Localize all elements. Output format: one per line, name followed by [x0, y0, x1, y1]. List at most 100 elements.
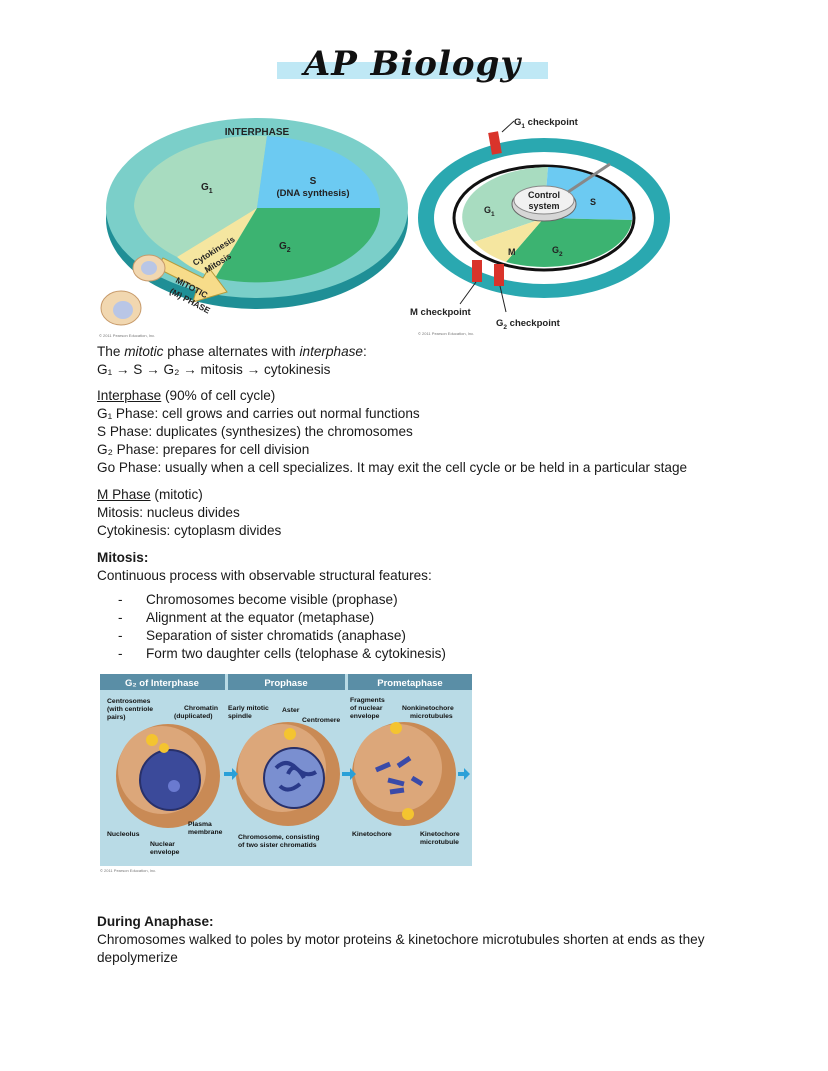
g2-checkpoint-label: G2 checkpoint: [496, 318, 561, 331]
copyright: © 2011 Pearson Education, Inc.: [99, 333, 155, 338]
g2-label: G2: [552, 245, 563, 258]
g2-phase-line: G₂ Phase: prepares for cell division: [97, 442, 310, 457]
header-prophase: [228, 674, 345, 690]
centrosome-icon: [159, 743, 169, 753]
label-spindle: Early mitotic: [228, 705, 269, 712]
m-wedge: [177, 208, 257, 278]
nucleus-icon: [113, 301, 133, 319]
label-fragments: Fragments: [350, 697, 385, 704]
g2-segment: [506, 218, 632, 267]
stage-title-prometaphase: Prometaphase: [377, 678, 442, 689]
intro-line-1: The mitotic phase alternates with interp…: [97, 344, 367, 359]
label-nuclear-envelope: envelope: [150, 849, 180, 856]
header-g2: [100, 674, 225, 690]
s-label: S: [310, 176, 317, 187]
label-nonkinetochore: Nonkinetochore: [402, 705, 454, 712]
m-checkpoint-gate: [472, 260, 482, 282]
go-phase-line: Go Phase: usually when a cell specialize…: [97, 460, 688, 475]
cytokinesis-line: Cytokinesis: cytoplasm divides: [97, 523, 282, 538]
intro-line-2: G₁ → S → G₂ → mitosis → cytokinesis: [97, 362, 331, 377]
interphase-heading: Interphase (90% of cell cycle): [97, 388, 276, 403]
chromosome-icon: [375, 755, 424, 795]
g2-checkpoint-gate: [494, 264, 504, 286]
checkpoint-figure: Control system S G1 M G2 G1 checkpoint M…: [410, 117, 670, 336]
g1-segment: [462, 167, 548, 242]
dna-synthesis-label: (DNA synthesis): [276, 188, 349, 199]
g1-label: G1: [201, 182, 213, 195]
g2-wedge: [215, 208, 381, 283]
label-fragments: of nuclear: [350, 705, 383, 712]
label-centrosomes: Centrosomes: [107, 698, 151, 705]
spindle-pole-icon: [390, 722, 402, 734]
g1-checkpoint-leader: [501, 120, 515, 133]
anaphase-line-2: depolymerize: [97, 950, 178, 965]
label-nuclear-envelope: Nuclear: [150, 841, 175, 848]
mitosis-heading: Mitosis:: [97, 550, 149, 565]
nucleus-g2: [139, 749, 201, 811]
stage-title-g2: G₂ of Interphase: [125, 678, 199, 689]
mitosis-intro: Continuous process with observable struc…: [97, 568, 432, 583]
nucleus-icon: [141, 261, 157, 275]
label-nucleolus: Nucleolus: [107, 831, 140, 838]
stage-title-prophase: Prophase: [264, 678, 307, 689]
label-aster: Aster: [282, 707, 300, 714]
interphase-label: INTERPHASE: [225, 127, 290, 138]
arrow-icon: [224, 768, 238, 780]
aster-icon: [284, 728, 296, 740]
control-system-top: [513, 185, 575, 215]
label-chromatin: Chromatin: [184, 705, 218, 712]
anaphase-heading: During Anaphase:: [97, 914, 214, 929]
s-wedge: [257, 136, 381, 208]
label-kinetochore-microtubule: Kinetochore: [420, 831, 460, 838]
nucleolus-icon: [168, 780, 180, 792]
m-segment: [474, 218, 544, 262]
g1-phase-line: G₁ Phase: cell grows and carries out nor…: [97, 406, 420, 421]
label-centromere: Centromere: [302, 717, 340, 724]
label-kinetochore-microtubule: microtubule: [420, 839, 459, 846]
chromosome-icon: [274, 761, 318, 792]
label-chromosome: of two sister chromatids: [238, 842, 317, 849]
label-chromosome: Chromosome, consisting: [238, 834, 320, 841]
cell-prometaphase-cytoplasm: [354, 724, 442, 812]
label-spindle: spindle: [228, 713, 252, 720]
g1-wedge: [134, 135, 267, 257]
label-plasma-membrane: Plasma: [188, 821, 212, 828]
m-checkpoint-leader: [459, 281, 477, 305]
g1-checkpoint-label: G1 checkpoint: [514, 117, 579, 130]
label-kinetochore: Kinetochore: [352, 831, 392, 838]
system-label: system: [528, 201, 559, 211]
label-chromatin: (duplicated): [174, 713, 213, 720]
mitosis-line: Mitosis: nucleus divides: [97, 505, 240, 520]
control-arm: [567, 162, 611, 194]
anaphase-line-1: Chromosomes walked to poles by motor pro…: [97, 932, 705, 947]
list-item: -Alignment at the equator (metaphase): [118, 610, 375, 625]
centrosome-icon: [146, 734, 158, 746]
list-item: -Form two daughter cells (telophase & cy…: [118, 646, 446, 661]
list-item: -Separation of sister chromatids (anapha…: [118, 628, 406, 643]
label-fragments: envelope: [350, 713, 380, 720]
mitosis-bullets: -Chromosomes become visible (prophase) -…: [118, 591, 446, 663]
g2-checkpoint-leader: [499, 285, 507, 313]
arrow-icon: [342, 768, 356, 780]
cell-cycle-figure: INTERPHASE G1 S (DNA synthesis) G2 Cytok…: [99, 118, 408, 338]
labels: Centrosomes (with centriole pairs) Chrom…: [107, 697, 460, 856]
s-phase-line: S Phase: duplicates (synthesizes) the ch…: [97, 424, 413, 439]
m-phase-heading: M Phase (mitotic): [97, 487, 203, 502]
label-centrosomes: pairs): [107, 714, 126, 721]
arrow-icon: [458, 768, 470, 780]
label-nonkinetochore: microtubules: [410, 713, 453, 720]
g1-label: G1: [484, 205, 495, 218]
spindle-pole-icon: [402, 808, 414, 820]
control-label: Control: [528, 190, 560, 200]
title-highlight: [277, 62, 548, 79]
copyright: © 2011 Pearson Education, Inc.: [100, 868, 156, 873]
s-label: S: [590, 197, 596, 207]
mitosis-stages-figure: G₂ of Interphase Prophase Prometaphase C…: [100, 674, 472, 873]
g1-checkpoint-gate: [488, 131, 502, 155]
m-label: M: [508, 247, 516, 257]
nucleus-prophase: [263, 747, 325, 809]
header-prometaphase: [348, 674, 472, 690]
page-title: AP Biology: [303, 44, 522, 84]
label-centrosomes: (with centriole: [107, 706, 153, 713]
m-phase-arrow: [156, 257, 228, 303]
